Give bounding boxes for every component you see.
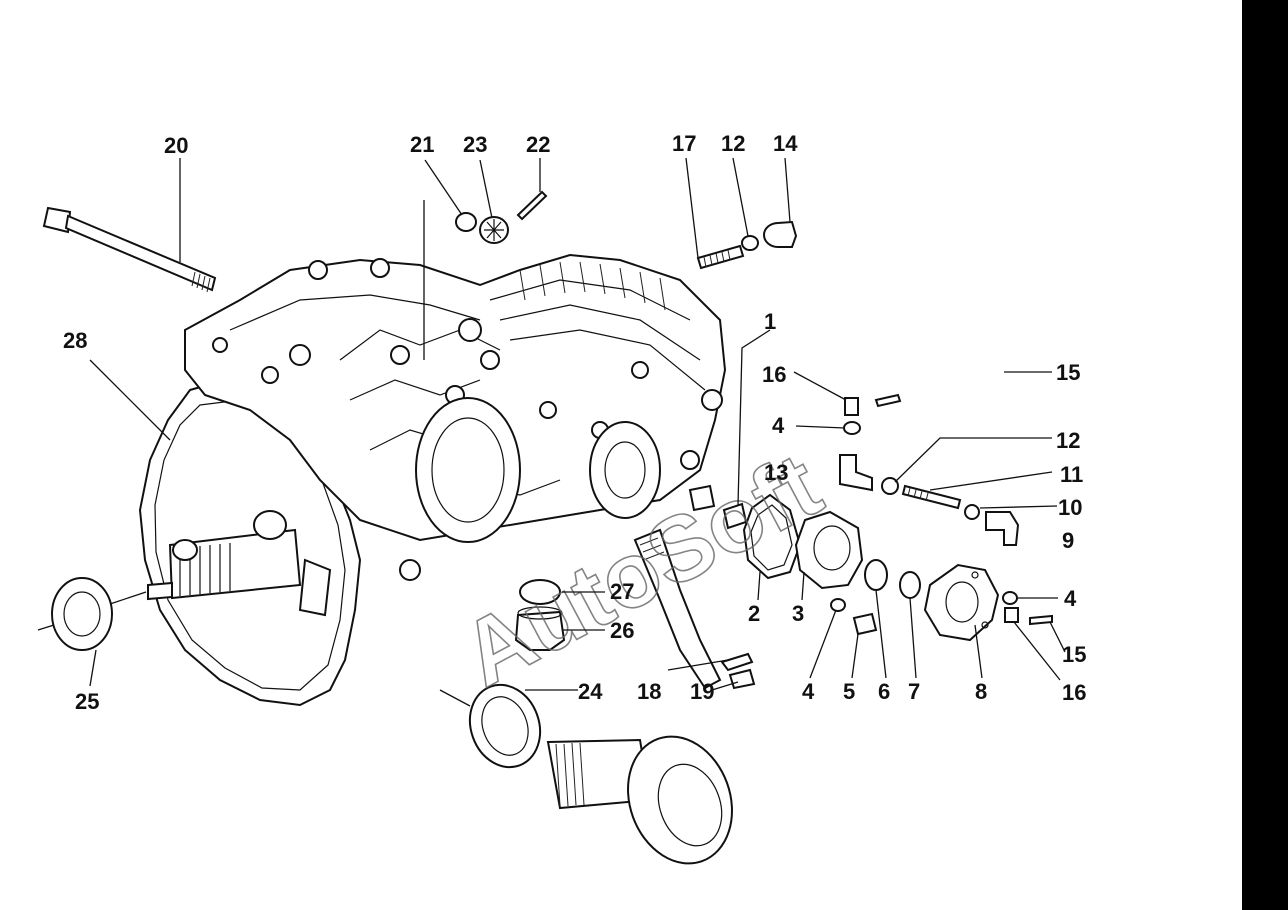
callout-5: 5 [843,679,855,704]
callout-1: 1 [764,309,776,334]
part-17-stud [696,244,745,270]
callout-21: 21 [410,132,434,157]
callout-23: 23 [463,132,487,157]
part-11-bolt [901,484,962,510]
part-7-seal [899,571,921,599]
part-10-washer [964,504,980,520]
callout-15-upper: 15 [1056,360,1080,385]
callout-11: 11 [1060,462,1083,487]
callout-16-lower: 16 [1062,680,1086,705]
part-18-circlip [720,652,754,672]
callout-4-lower: 4 [802,679,815,704]
part-22-pin [516,190,548,221]
part-24-seal [468,683,542,769]
part-26-plug [514,606,566,651]
part-20-selector-rod [42,206,217,293]
part-27-ring [519,579,561,605]
part-5-screw [852,612,878,636]
callout-13: 13 [764,460,788,485]
callout-7: 7 [908,679,920,704]
callout-27: 27 [610,579,634,604]
part-4-washer-upper [843,421,861,435]
callout-28: 28 [63,328,87,353]
callout-24: 24 [578,679,603,704]
part-23-gear [479,216,509,244]
part-14-cap [763,220,798,248]
callout-19: 19 [690,679,714,704]
callout-20: 20 [164,133,188,158]
part-output-flange [546,735,733,865]
callout-14: 14 [773,131,798,156]
callout-12-top: 12 [721,131,745,156]
callout-6: 6 [878,679,890,704]
part-21-nut [455,212,477,232]
part-12-washer-right [881,477,899,495]
gearbox-housing [138,253,727,707]
part-16-banjo-fitting [839,397,873,492]
callout-26: 26 [610,618,634,643]
callout-10: 10 [1058,495,1082,520]
part-9-elbow [985,511,1020,546]
part-1-bushing [688,484,748,530]
part-25-seal [51,577,113,651]
part-3-cover [794,510,864,590]
callout-16-upper: 16 [762,362,786,387]
part-16-screw-lower [1004,607,1019,623]
callout-17: 17 [672,131,696,156]
callout-15-lower: 15 [1062,642,1086,667]
callout-9: 9 [1062,528,1074,553]
part-8-flange-housing [923,563,1000,642]
part-15-pin-upper [874,393,902,408]
part-speedo-drive [633,528,722,690]
callout-8: 8 [975,679,987,704]
part-15-pin-lower [1029,614,1053,626]
callout-3: 3 [792,601,804,626]
right-edge-bar [1242,0,1288,910]
part-12-washer-top [741,235,759,251]
part-4-washer-right [1002,591,1018,605]
callout-4-right: 4 [1064,586,1077,611]
callout-labels: 20 21 23 22 17 12 14 1 28 16 15 4 12 13 … [63,131,1086,714]
part-2-gasket [742,493,802,580]
leader-lines [37,157,1066,707]
callout-2: 2 [748,601,760,626]
part-6-seal [864,559,888,591]
callout-25: 25 [75,689,99,714]
part-4-washer-lower [830,598,846,612]
callout-12-right: 12 [1056,428,1080,453]
callout-22: 22 [526,132,550,157]
callout-18: 18 [637,679,661,704]
callout-4-upper: 4 [772,413,785,438]
part-19-key [728,668,756,690]
